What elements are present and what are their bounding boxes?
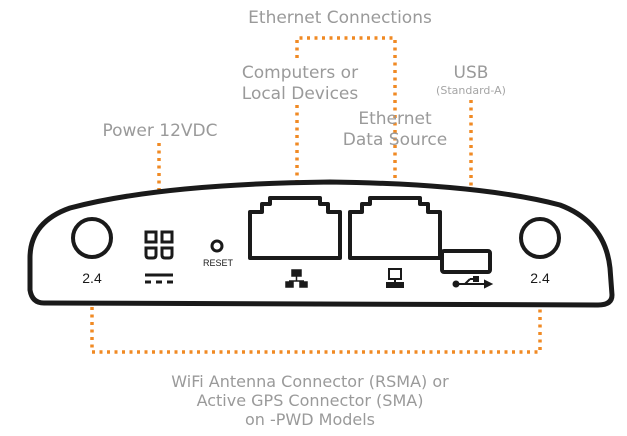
antenna-label-line2: Active GPS Connector (SMA) bbox=[196, 391, 424, 410]
ethernet-port-computers bbox=[248, 196, 342, 260]
right-antenna-label: 2.4 bbox=[530, 270, 550, 286]
usb-sub-label: (Standard-A) bbox=[436, 84, 506, 97]
right-antenna-connector bbox=[519, 217, 561, 259]
left-antenna-label: 2.4 bbox=[82, 270, 102, 286]
power-label: Power 12VDC bbox=[102, 121, 218, 141]
reset-label: RESET bbox=[202, 258, 233, 268]
ethernet-port-source bbox=[348, 196, 442, 260]
ethernet-source-label: Ethernet Data Source bbox=[342, 109, 448, 150]
usb-port bbox=[440, 249, 492, 274]
ethernet-bracket-line bbox=[295, 36, 397, 178]
usb-label: USB bbox=[453, 63, 489, 83]
ethernet-connections-label: Ethernet Connections bbox=[248, 8, 432, 28]
left-antenna-connector bbox=[71, 217, 113, 259]
computers-label: Computers or Local Devices bbox=[241, 63, 359, 104]
usb-icon bbox=[452, 276, 494, 289]
reset-button bbox=[210, 239, 224, 253]
network-icon bbox=[285, 269, 308, 288]
antenna-label-line1: WiFi Antenna Connector (RSMA) or bbox=[171, 372, 449, 391]
power-connector-icon bbox=[144, 230, 174, 260]
antenna-label-line3: on -PWD Models bbox=[244, 410, 376, 429]
dc-symbol-icon bbox=[145, 273, 173, 284]
computer-icon bbox=[386, 268, 404, 288]
